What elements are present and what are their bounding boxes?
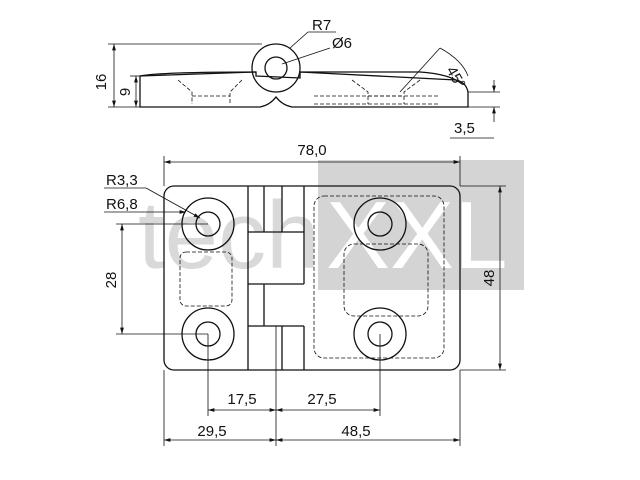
side-hidden-bottom xyxy=(314,95,440,105)
side-hidden-left xyxy=(177,79,243,104)
dim-275: 27,5 xyxy=(307,391,336,408)
side-view: 16 9 R7 Ø6 45° 3,5 xyxy=(93,17,500,139)
hidden-pocket-left xyxy=(179,251,233,307)
side-pin-hole xyxy=(264,56,288,80)
angle-line xyxy=(399,47,441,93)
dim-78: 78,0 xyxy=(297,142,326,159)
watermark-left: tech xyxy=(138,182,319,289)
plate-outline xyxy=(163,185,461,371)
side-leaf-top-right xyxy=(300,71,463,85)
hidden-pocket-right-outer xyxy=(313,195,445,359)
hidden-pocket-right xyxy=(343,243,429,317)
side-knuckle xyxy=(251,43,301,93)
leader-dia6 xyxy=(281,47,331,65)
dim-485: 48,5 xyxy=(341,423,370,440)
dim-28: 28 xyxy=(103,272,120,289)
dim-r68: R6,8 xyxy=(106,196,138,213)
dim-175: 17,5 xyxy=(227,391,256,408)
hole-top-right xyxy=(367,211,393,237)
dim-9: 9 xyxy=(117,88,134,96)
dim-295: 29,5 xyxy=(197,423,226,440)
boss-top-right xyxy=(353,197,407,251)
dim-45: 45° xyxy=(443,64,469,92)
leader-r33 xyxy=(145,187,201,219)
dim-dia6: Ø6 xyxy=(332,35,352,52)
dim-48: 48 xyxy=(481,270,498,287)
dim-16: 16 xyxy=(93,74,110,91)
side-hidden-right xyxy=(351,79,421,104)
angle-arc xyxy=(439,47,469,77)
dim-35: 3,5 xyxy=(454,120,475,137)
watermark: tech XXL xyxy=(138,160,524,290)
dim-r7: R7 xyxy=(312,17,331,34)
leader-r7 xyxy=(289,31,309,49)
side-leaf-top-left xyxy=(139,71,257,77)
top-view: 78,0 48 28 R3,3 R6,8 17,5 27,5 29,5 48,5 xyxy=(103,142,506,446)
dim-r33: R3,3 xyxy=(106,172,138,189)
watermark-box xyxy=(318,160,524,290)
